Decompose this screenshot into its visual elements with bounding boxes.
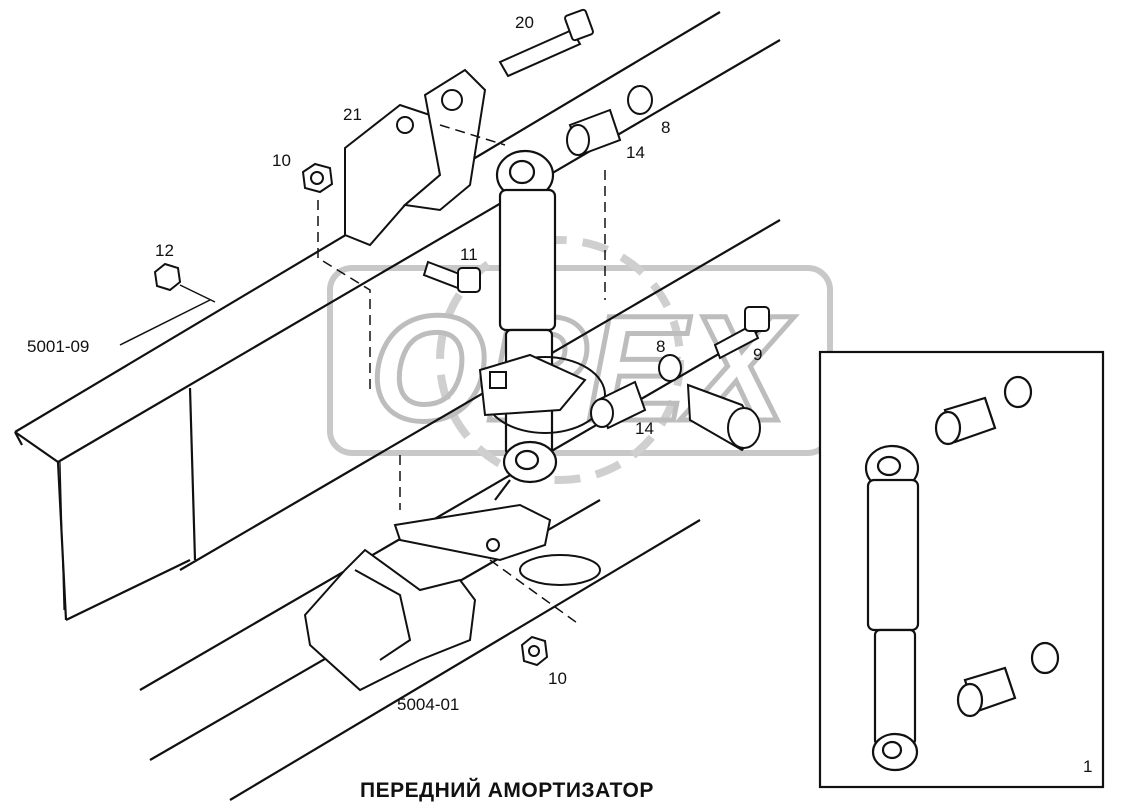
callout-12: 12 xyxy=(155,241,174,260)
upper-bracket xyxy=(344,68,487,247)
middle-parts xyxy=(590,306,770,452)
callout-9: 9 xyxy=(753,345,762,364)
callout-11: 11 xyxy=(460,245,478,264)
callout-10-bottom: 10 xyxy=(548,669,567,688)
nuts xyxy=(153,162,549,667)
callout-10-top: 10 xyxy=(272,151,291,170)
callout-14-top: 14 xyxy=(626,143,645,162)
bolt-11 xyxy=(422,260,481,293)
top-bolt xyxy=(498,8,594,78)
leader-lines xyxy=(317,124,606,626)
lower-mount xyxy=(303,353,606,692)
ref-5004-01: 5004-01 xyxy=(397,695,459,714)
callout-20: 20 xyxy=(515,13,534,32)
diagram-title: ПЕРЕДНИЙ АМОРТИЗАТОР xyxy=(360,778,654,802)
callout-8-top: 8 xyxy=(661,118,670,137)
top-bushings xyxy=(566,85,653,157)
inset-box xyxy=(818,350,1105,789)
inset-label-1: 1 xyxy=(1083,757,1092,776)
ref-5001-09: 5001-09 xyxy=(27,337,89,356)
label-leaders xyxy=(119,284,216,346)
callout-14-mid: 14 xyxy=(635,419,654,438)
callout-21: 21 xyxy=(343,105,362,124)
callout-8-mid: 8 xyxy=(656,337,665,356)
callout-labels: 20 21 8 14 10 12 11 8 9 14 10 5001-09 50… xyxy=(27,13,1092,776)
